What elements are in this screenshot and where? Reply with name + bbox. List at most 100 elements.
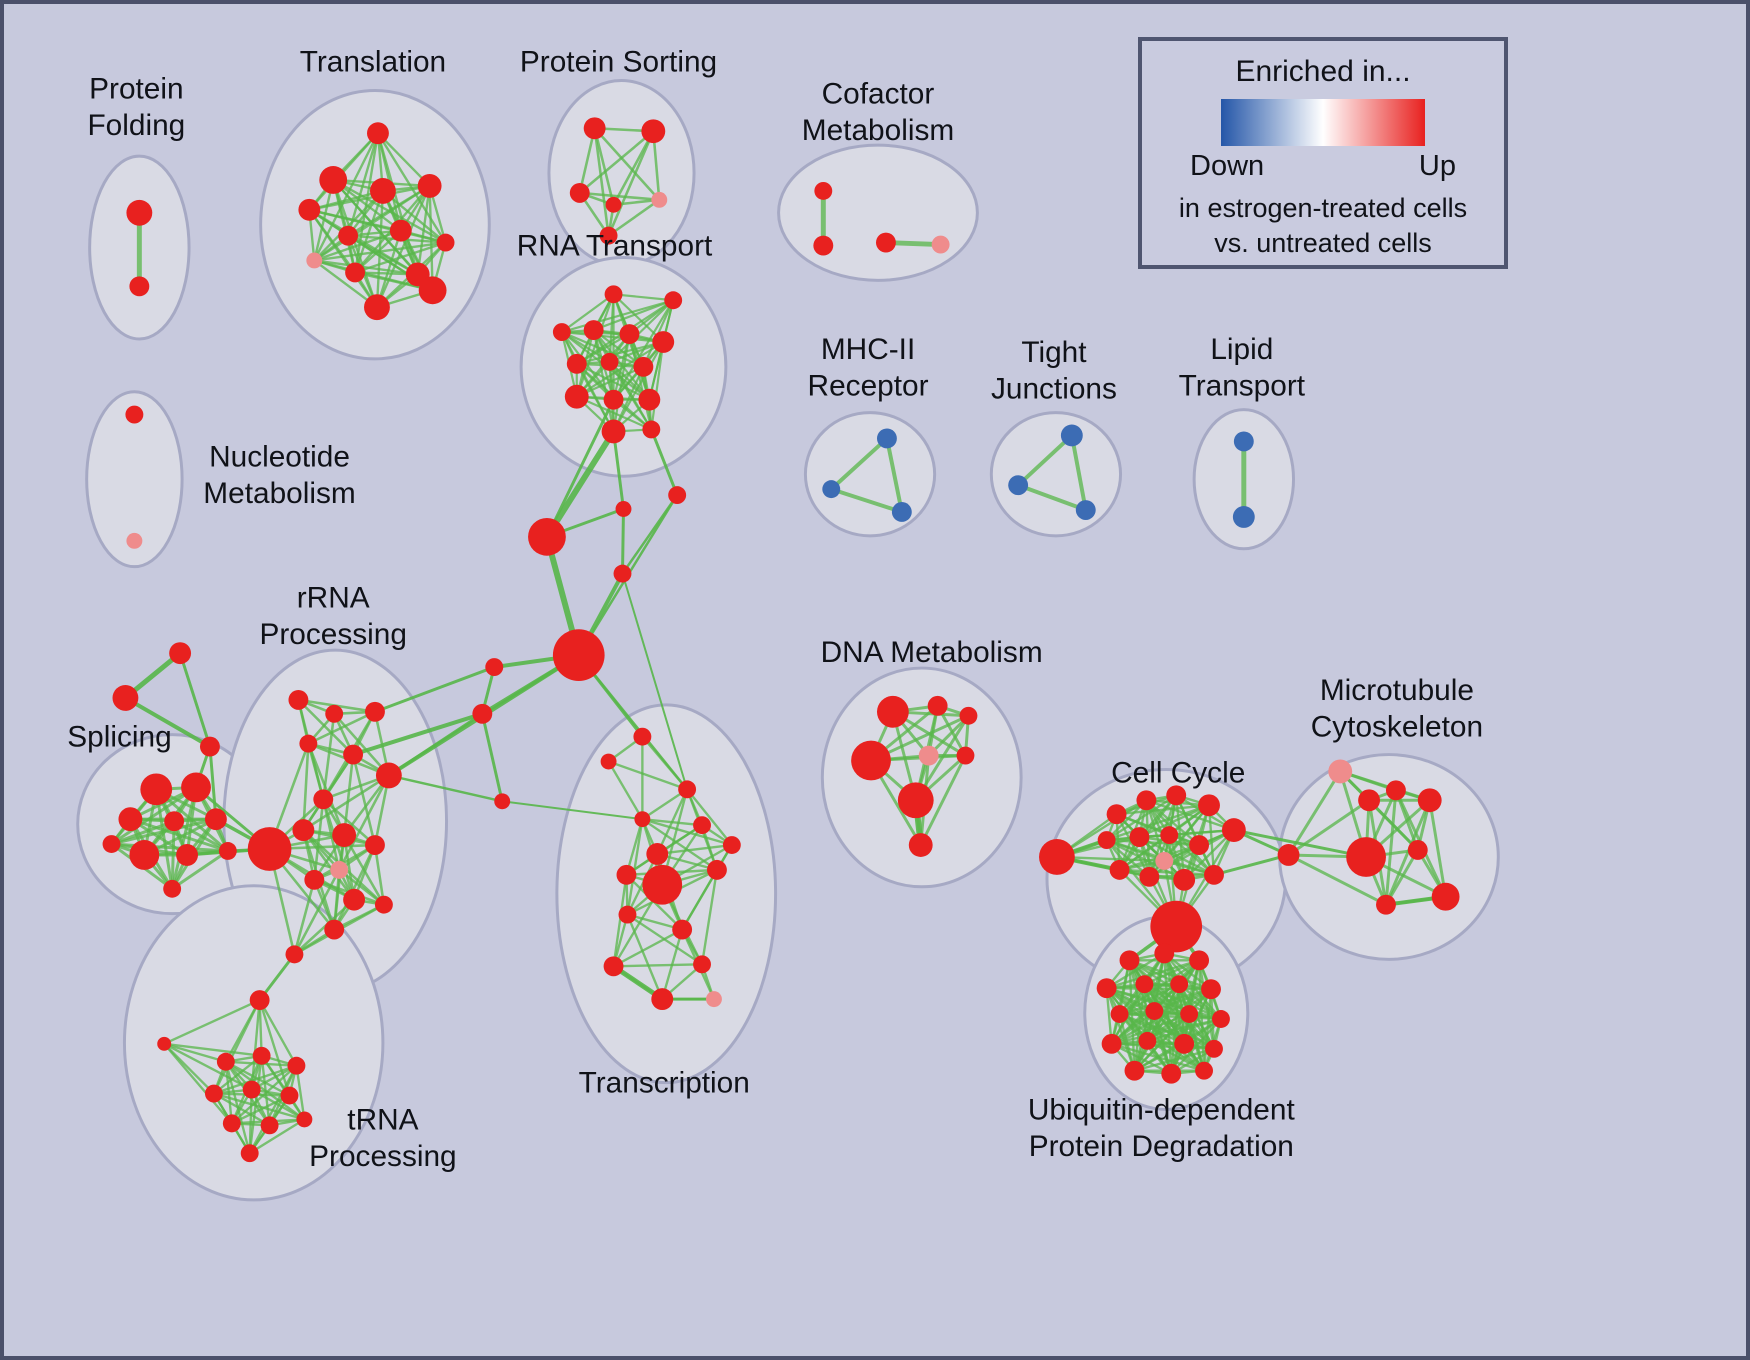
node-tn10[interactable] (296, 1111, 313, 1128)
node-rt6[interactable] (652, 331, 675, 353)
node-st3[interactable] (199, 736, 220, 757)
node-tn8[interactable] (222, 1114, 241, 1133)
node-dm7[interactable] (897, 782, 934, 819)
node-nm1[interactable] (125, 405, 144, 424)
node-ub8[interactable] (1110, 1005, 1129, 1023)
node-ub17[interactable] (1161, 1063, 1182, 1084)
node-sp3[interactable] (118, 807, 143, 832)
node-tn4[interactable] (287, 1056, 306, 1075)
node-nm2[interactable] (126, 532, 143, 549)
node-ub15[interactable] (1205, 1039, 1223, 1058)
node-pf1[interactable] (126, 199, 153, 226)
node-cc3[interactable] (1136, 790, 1157, 811)
node-mh2[interactable] (822, 480, 841, 499)
node-cc6[interactable] (1221, 818, 1246, 843)
node-rt14[interactable] (642, 420, 661, 439)
node-tj3[interactable] (1075, 500, 1096, 520)
node-mt8[interactable] (1431, 882, 1460, 911)
node-mt5[interactable] (1277, 844, 1300, 866)
node-cc9[interactable] (1160, 826, 1179, 845)
node-tj1[interactable] (1060, 424, 1083, 447)
node-ps3[interactable] (569, 182, 590, 203)
node-tn12[interactable] (157, 1036, 172, 1051)
node-c5[interactable] (552, 629, 605, 681)
node-tx11[interactable] (618, 905, 637, 924)
node-ub1[interactable] (1119, 950, 1140, 971)
node-rt13[interactable] (601, 419, 626, 444)
node-ps4[interactable] (605, 196, 622, 213)
node-mt4[interactable] (1417, 788, 1442, 813)
node-ub7[interactable] (1201, 979, 1221, 1000)
node-dm1[interactable] (876, 695, 909, 728)
node-tr12[interactable] (364, 294, 390, 321)
node-tx12[interactable] (672, 919, 693, 940)
node-cc2[interactable] (1106, 804, 1127, 825)
node-c2[interactable] (668, 486, 687, 505)
node-mt1[interactable] (1328, 759, 1353, 784)
node-rt7[interactable] (566, 353, 587, 374)
node-c8[interactable] (494, 793, 511, 810)
node-ub6[interactable] (1170, 975, 1189, 994)
node-ps1[interactable] (583, 117, 606, 140)
node-ub14[interactable] (1174, 1033, 1195, 1054)
node-cc5[interactable] (1198, 794, 1220, 817)
node-rt2[interactable] (664, 291, 683, 310)
node-ub4[interactable] (1096, 978, 1117, 999)
node-ub11[interactable] (1212, 1010, 1230, 1028)
node-rr6[interactable] (375, 762, 402, 789)
node-tj2[interactable] (1008, 475, 1029, 496)
node-tx6[interactable] (646, 843, 669, 865)
node-rr12[interactable] (365, 835, 385, 855)
node-pf2[interactable] (129, 276, 150, 297)
node-sp1[interactable] (140, 773, 173, 806)
node-cc13[interactable] (1139, 866, 1160, 887)
node-dm2[interactable] (927, 695, 948, 716)
node-tn2[interactable] (216, 1052, 235, 1071)
node-mh3[interactable] (891, 502, 912, 522)
node-rt4[interactable] (583, 320, 604, 341)
node-ub5[interactable] (1135, 975, 1154, 994)
node-ub16[interactable] (1124, 1060, 1145, 1081)
node-tn9[interactable] (260, 1116, 279, 1135)
node-rr4[interactable] (299, 734, 318, 753)
node-sp7[interactable] (176, 844, 199, 866)
node-tx3[interactable] (678, 780, 697, 799)
node-tr10[interactable] (345, 262, 366, 283)
node-tn3[interactable] (252, 1046, 271, 1065)
node-cc15[interactable] (1204, 864, 1224, 885)
node-cc8[interactable] (1129, 827, 1150, 848)
node-rr10[interactable] (332, 823, 357, 848)
node-cf1[interactable] (814, 181, 833, 200)
node-tx14[interactable] (693, 955, 711, 974)
node-mt9[interactable] (1376, 894, 1396, 915)
node-dm8[interactable] (908, 833, 933, 857)
node-tx8[interactable] (642, 864, 683, 905)
node-c6[interactable] (485, 658, 504, 677)
node-cf3[interactable] (875, 232, 896, 253)
node-tr3[interactable] (298, 198, 321, 221)
node-rr13[interactable] (304, 869, 325, 890)
node-dm5[interactable] (918, 745, 939, 766)
node-mt3[interactable] (1385, 780, 1406, 801)
node-cc1[interactable] (1039, 839, 1075, 875)
node-rt8[interactable] (600, 352, 619, 371)
node-rr8[interactable] (313, 789, 334, 810)
node-cc11[interactable] (1155, 851, 1174, 870)
node-cc4[interactable] (1166, 785, 1187, 806)
node-mt6[interactable] (1346, 837, 1386, 877)
node-sp9[interactable] (163, 879, 182, 898)
node-tx1[interactable] (633, 727, 652, 746)
node-tx9[interactable] (706, 859, 727, 880)
node-rr1[interactable] (288, 689, 309, 710)
node-tx5[interactable] (693, 816, 711, 835)
node-ub12[interactable] (1101, 1033, 1122, 1054)
node-cf2[interactable] (813, 235, 834, 256)
node-tr4[interactable] (369, 177, 396, 204)
node-tr2[interactable] (319, 166, 348, 194)
node-cc12[interactable] (1109, 859, 1130, 880)
node-tr5[interactable] (417, 173, 442, 198)
node-rr9[interactable] (292, 819, 315, 842)
node-ps6[interactable] (599, 226, 618, 245)
node-ps2[interactable] (641, 119, 666, 144)
node-tr6[interactable] (338, 225, 359, 246)
